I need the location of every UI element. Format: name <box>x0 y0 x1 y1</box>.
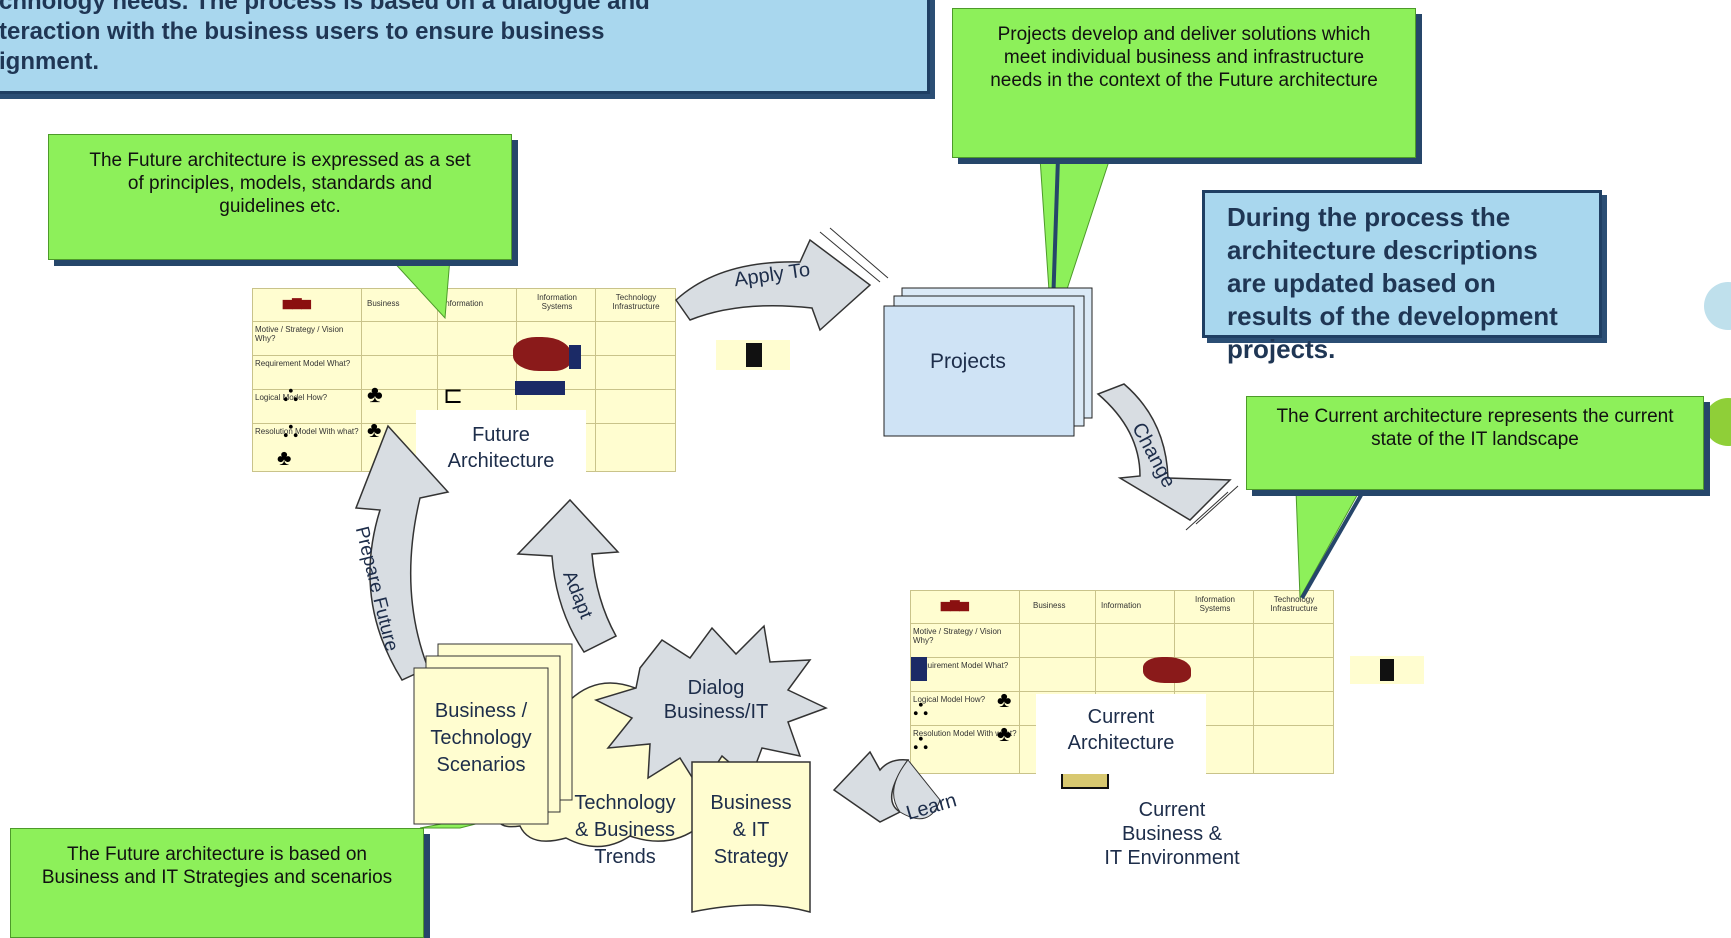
future-col-business: Business <box>367 299 400 308</box>
intro-line-1: chnology needs. The process is based on … <box>0 0 650 15</box>
current-architecture-grid: ▅▆▅ Business Information Information Sys… <box>910 590 1334 789</box>
adapt-arrow <box>516 498 620 653</box>
update-note-box: During the process the architecture desc… <box>1202 190 1602 364</box>
future-col-information: Information <box>443 299 484 308</box>
current-architecture-label: Current Architecture <box>1036 694 1206 774</box>
dialog-starburst <box>593 624 828 792</box>
scenarios-document <box>413 667 549 825</box>
current-col-business: Business <box>1033 601 1066 610</box>
current-col-is: Information Systems <box>1194 595 1236 613</box>
current-col-ti: Technology Infrastructure <box>1270 595 1318 613</box>
environment-label: Current Business & IT Environment <box>1072 798 1272 870</box>
strategy-line-1: Business <box>710 792 792 814</box>
people-icon: ⛬ <box>913 729 929 754</box>
future-row-2: Requirement Model What? <box>255 359 351 368</box>
strategy-document <box>691 761 811 913</box>
current-callout-tail <box>1295 489 1361 600</box>
nav-dot-icon <box>1704 282 1731 330</box>
future-row-3: Logical Model How? <box>255 393 328 402</box>
update-note-text: During the process the architecture desc… <box>1227 202 1558 364</box>
scenarios-line-3: Scenarios <box>436 754 526 776</box>
projects-document-stack <box>883 305 1075 437</box>
projects-label: Projects <box>930 350 1006 373</box>
current-row-1: Motive / Strategy / Vision Why? <box>913 627 1002 645</box>
current-row-4: Resolution Model With what? <box>913 729 1017 738</box>
learn-arrow-body <box>893 759 941 820</box>
world-map-icon <box>1143 657 1191 683</box>
environment-line-1: Current <box>1138 799 1206 821</box>
process-icon: ⊏ <box>443 382 464 409</box>
tree-icon: ♣ <box>277 445 292 470</box>
future-architecture-label-1: Future <box>472 424 530 446</box>
strategies-callout-text: The Future architecture is based on Busi… <box>41 844 393 888</box>
current-architecture-label-2: Architecture <box>1067 732 1175 754</box>
people-icon: ⛬ <box>913 695 929 720</box>
people-icon: ⛬ <box>283 417 299 442</box>
future-callout-tail <box>388 257 451 320</box>
world-map-icon <box>513 337 571 371</box>
intro-line-3: ignment. <box>0 48 99 75</box>
door-icon <box>1350 656 1424 684</box>
intro-text-box: chnology needs. The process is based on … <box>0 0 930 94</box>
future-callout: The Future architecture is expressed as … <box>48 134 512 260</box>
strategies-callout: The Future architecture is based on Busi… <box>10 828 424 938</box>
org-chart-icon: ♣ <box>997 721 1012 746</box>
future-row-1: Motive / Strategy / Vision Why? <box>255 325 344 343</box>
projects-callout-text: Projects develop and deliver solutions w… <box>990 24 1378 91</box>
trends-line-3: Trends <box>594 846 656 868</box>
trends-line-2: & Business <box>574 819 676 841</box>
environment-line-3: IT Environment <box>1104 847 1240 869</box>
prepare-future-arrow <box>354 424 450 681</box>
scenarios-label: Business / Technology Scenarios <box>414 698 548 779</box>
grid-logo: ▅▆▅ <box>941 597 969 611</box>
current-row-2: Requirement Model What? <box>913 661 1009 670</box>
dialog-label-1: Dialog <box>687 677 745 699</box>
current-callout: The Current architecture represents the … <box>1246 396 1704 490</box>
future-architecture-label-2: Architecture <box>447 450 555 472</box>
future-row-4: Resolution Model With what? <box>255 427 359 436</box>
nav-dot-icon <box>1704 398 1731 446</box>
trends-line-1: Technology <box>574 792 676 814</box>
change-arrow <box>1096 383 1232 521</box>
scenarios-line-1: Business / <box>434 700 528 722</box>
scenarios-line-2: Technology <box>430 727 532 749</box>
dialog-label: Dialog Business/IT <box>646 676 786 724</box>
future-col-is: Information Systems <box>536 293 578 311</box>
future-col-ti: Technology Infrastructure <box>612 293 660 311</box>
future-architecture-label: Future Architecture <box>416 410 586 482</box>
trends-label: Technology & Business Trends <box>560 790 690 871</box>
org-chart-icon: ♣ <box>997 687 1012 712</box>
server-icon <box>515 381 565 395</box>
org-chart-icon: ♣ <box>367 417 382 442</box>
intro-line-2: teraction with the business users to ens… <box>0 18 605 45</box>
org-chart-icon: ♣ <box>367 381 383 408</box>
door-icon <box>716 340 790 370</box>
database-icon <box>911 657 927 681</box>
current-architecture-label-1: Current <box>1087 706 1155 728</box>
current-row-3: Logical Model How? <box>913 695 986 704</box>
strategy-line-2: & IT <box>732 819 770 841</box>
dialog-label-2: Business/IT <box>663 701 769 723</box>
current-col-information: Information <box>1101 601 1142 610</box>
projects-callout: Projects develop and deliver solutions w… <box>952 8 1416 158</box>
current-callout-text: The Current architecture represents the … <box>1276 406 1674 450</box>
database-icon <box>569 345 581 369</box>
grid-logo: ▅▆▅ <box>283 295 311 309</box>
future-callout-text: The Future architecture is expressed as … <box>89 150 471 217</box>
apply-to-arrow <box>675 238 872 332</box>
environment-line-2: Business & <box>1121 823 1223 845</box>
strategy-line-3: Strategy <box>713 846 789 868</box>
strategy-label: Business & IT Strategy <box>692 790 810 871</box>
people-icon: ⛬ <box>283 381 299 406</box>
